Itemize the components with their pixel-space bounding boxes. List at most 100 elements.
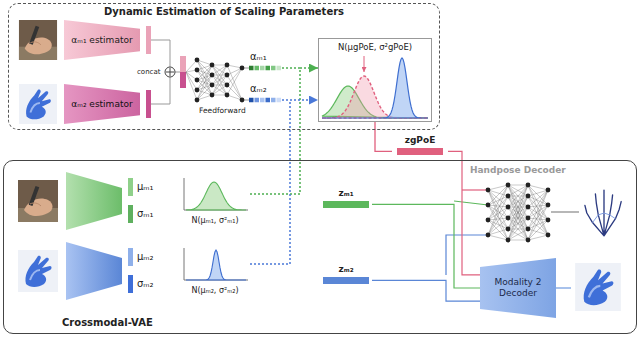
input-images [19,20,57,60]
decoder-wire [551,211,579,212]
handpose-network [506,238,511,243]
node-label: N(μgPoE, σ²gPoE) [338,42,412,52]
feedforward-network [212,65,227,95]
feedforward-network [227,85,242,100]
handpose-network [508,196,528,240]
scaling-vector [271,98,276,103]
handpose-network [506,227,511,232]
handpose-network [528,190,548,240]
scaling-vector [249,66,281,71]
feedforward-network [225,83,230,88]
annotation-label: Handpose Decoder [470,165,566,176]
annotation-label: αₘ₂ [250,83,267,95]
hand-skeleton [585,190,621,236]
estimator-trapezoid [64,20,140,60]
handpose-network [526,183,531,188]
handpose-network [488,207,508,220]
encoder [66,172,122,230]
handpose-network [488,220,508,240]
feedforward-network [197,75,212,100]
handpose-network [508,185,528,186]
handpose-network [488,229,508,235]
handpose-network [508,218,528,240]
label-anchor: μₘ₁ [137,181,154,193]
handpose-network [488,190,508,218]
decoder-trapezoid [480,258,556,318]
handpose-network [488,205,508,229]
annotation-label: concat [137,68,160,76]
label-anchor: Handpose Decoder [470,165,566,176]
feedforward-network [227,68,242,75]
handpose-network [528,205,548,240]
decoder-wire [556,287,571,288]
feedforward-network [210,63,215,68]
scaling-vector [260,98,265,103]
handpose-network [546,233,551,238]
handpose-network [528,218,548,220]
feedforward-network [227,68,242,85]
decoder-wire [462,189,488,190]
feedforward-network [197,85,212,100]
gaussian-plot [322,58,428,118]
handpose-network [488,196,508,235]
gaussian-plot [322,56,428,118]
feedforward-network [195,88,200,93]
gaussian-plot [364,56,365,72]
mean-variance-bars [128,178,133,293]
feedforward-network [225,73,230,78]
handpose-network [528,207,548,235]
annotation-label: σₘ₂ [137,278,154,290]
latent-bar [323,201,369,208]
handpose-network [508,185,528,240]
annotation-label: Feedforward [199,106,246,115]
label-anchor: αₘ₂ [250,83,267,95]
node-label: αₘ₁ estimator [71,35,132,46]
handpose-network [506,205,511,210]
handpose-network [528,185,548,190]
handpose-network [488,235,508,240]
encoder [66,172,122,300]
small-gaussian-plot [184,248,248,280]
handpose-network [506,183,511,188]
handpose-network [528,235,548,240]
handpose-network [488,196,508,205]
handpose-network [528,190,548,218]
latent-vector: zₘ₁ [320,186,372,210]
wire [244,68,249,69]
handpose-network [528,205,548,229]
scaling-vector [255,98,260,103]
latent-vector: zₘ₂ [320,262,372,286]
connector [375,122,392,151]
feedforward-network [195,78,200,83]
handpose-network [508,207,528,240]
connector [372,280,480,301]
handpose-network [508,185,528,196]
handpose-network [528,220,548,240]
group-box: Crossmodal-VAEN(μₘ₁, σ²ₘ₁)N(μₘ₂, σ²ₘ₂)zₘ… [3,160,637,334]
input-images [18,20,58,292]
wire [175,72,180,73]
feedforward-network [227,75,242,100]
annotation-label: αₘ₁ [250,51,267,63]
dotted-wire [282,99,290,101]
handpose-network [508,185,528,207]
feedforward-network [240,66,245,71]
handpose-network [528,205,548,218]
feedforward-network [225,63,230,68]
handpose-network [486,188,491,193]
handpose-network [546,188,551,193]
handpose-network [488,185,508,235]
handpose-network [528,220,548,229]
feedforward-network [212,85,227,95]
mean-variance-bars [128,275,133,293]
handpose-network [488,218,508,235]
node-label: N(μₘ₁, σ²ₘ₁) [191,216,238,226]
small-gaussian-plot [186,182,246,210]
small-gaussian-plot [184,178,248,210]
latent-vector: zgPoE [392,133,448,157]
feedforward-network [186,58,244,103]
handpose-network [508,185,528,229]
estimator-trapezoid: αₘ₂ estimator [64,84,140,124]
handpose-network [488,218,508,220]
